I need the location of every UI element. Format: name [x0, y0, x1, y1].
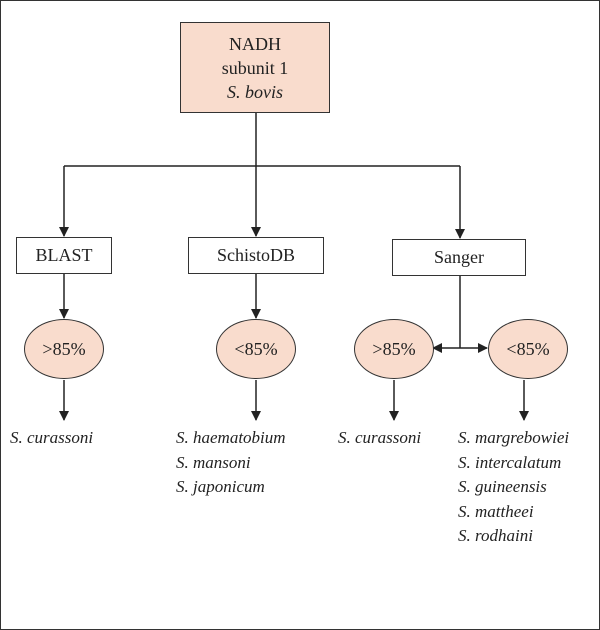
result-sanger-high-list: S. curassoni — [338, 426, 421, 451]
result-sanger-low-list: S. margrebowiei S. intercalatum S. guine… — [458, 426, 569, 549]
species-item: S. japonicum — [176, 477, 265, 496]
species-item: S. rodhaini — [458, 526, 533, 545]
method-schistodb-box: SchistoDB — [188, 237, 324, 274]
species-item: S. haematobium — [176, 428, 286, 447]
threshold-sanger-high-oval: >85% — [354, 319, 434, 379]
result-schistodb-list: S. haematobium S. mansoni S. japonicum — [176, 426, 286, 500]
method-sanger-label: Sanger — [434, 247, 484, 267]
result-blast-list: S. curassoni — [10, 426, 93, 451]
method-schistodb-label: SchistoDB — [216, 245, 295, 265]
species-item: S. mattheei — [458, 501, 534, 521]
species-item: S. guineensis — [458, 477, 547, 496]
method-blast-box: BLAST — [16, 237, 112, 274]
threshold-sanger-high-label: >85% — [372, 338, 416, 359]
threshold-schistodb-oval: <85% — [216, 319, 296, 379]
species-item: S. margrebowiei — [458, 428, 570, 447]
root-line-2: subunit 1 — [221, 57, 289, 78]
species-item: S. curassoni — [338, 428, 422, 447]
species-item: S. intercalatum — [458, 452, 562, 472]
method-sanger-box: Sanger — [392, 239, 526, 276]
threshold-sanger-low-label: <85% — [506, 338, 550, 359]
method-blast-label: BLAST — [35, 245, 93, 265]
species-item: S. mansoni — [176, 452, 251, 472]
threshold-blast-oval: >85% — [24, 319, 104, 379]
root-line-3: S. bovis — [227, 81, 283, 102]
threshold-blast-label: >85% — [42, 338, 86, 359]
species-item: S. curassoni — [10, 428, 94, 447]
root-node: NADH subunit 1 S. bovis — [180, 22, 330, 113]
threshold-schistodb-label: <85% — [234, 338, 278, 359]
threshold-sanger-low-oval: <85% — [488, 319, 568, 379]
root-line-1: NADH — [229, 33, 281, 54]
